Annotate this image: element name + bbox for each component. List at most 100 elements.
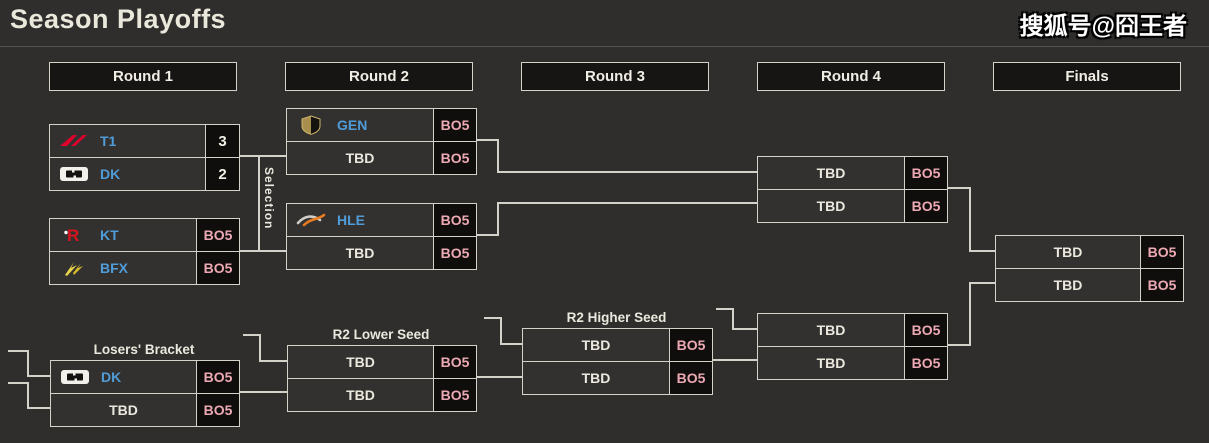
bfx-bolt-logo-icon	[58, 259, 90, 277]
team-name: TBD	[346, 354, 375, 370]
team-row-tbd[interactable]: TBD BO5	[523, 361, 712, 394]
connector-line	[475, 234, 499, 236]
team-name: TBD	[581, 370, 611, 386]
team-row-tbd[interactable]: TBD BO5	[996, 268, 1183, 301]
connector-line	[238, 391, 288, 393]
match-losers-bracket: DK BO5 TBD BO5	[50, 360, 240, 427]
team-row-tbd[interactable]: TBD BO5	[758, 189, 947, 222]
team-row-tbd[interactable]: TBD BO5	[758, 346, 947, 379]
round-header-4: Round 4	[757, 62, 945, 91]
match-round2-gen: GEN BO5 TBD BO5	[286, 108, 477, 175]
team-name: GEN	[337, 117, 368, 133]
loser-drop-line	[716, 308, 734, 310]
team-row-gen[interactable]: GEN BO5	[287, 109, 476, 141]
connector-line	[238, 155, 286, 157]
connector-line	[475, 376, 523, 378]
team-name: TBD	[345, 150, 375, 166]
team-row-tbd[interactable]: TBD BO5	[51, 393, 239, 426]
team-score: 3	[205, 125, 239, 157]
loser-drop-line	[27, 407, 51, 409]
connector-line	[497, 171, 758, 173]
match-round2-hle: HLE BO5 TBD BO5	[286, 203, 477, 270]
team-row-tbd[interactable]: TBD BO5	[996, 236, 1183, 268]
team-row-tbd[interactable]: TBD BO5	[288, 346, 476, 378]
kt-r-logo-icon: R	[58, 226, 90, 244]
team-row-dk[interactable]: DK BO5	[51, 361, 239, 393]
loser-drop-line	[259, 360, 288, 362]
connector-line	[497, 139, 499, 173]
team-row-tbd[interactable]: TBD BO5	[287, 141, 476, 174]
team-row-tbd[interactable]: TBD BO5	[287, 236, 476, 269]
connector-line	[969, 187, 971, 252]
team-score: BO5	[196, 394, 239, 426]
team-name: T1	[100, 133, 117, 149]
hle-swoosh-logo-icon	[295, 212, 327, 228]
team-score: BO5	[433, 346, 476, 378]
svg-text:R: R	[67, 226, 79, 244]
connector-line	[969, 250, 995, 252]
team-score: BO5	[196, 252, 239, 284]
loser-drop-line	[8, 350, 29, 352]
match-finals: TBD BO5 TBD BO5	[995, 235, 1184, 302]
team-score: 2	[205, 158, 239, 190]
loser-drop-line	[27, 350, 29, 376]
team-score: BO5	[669, 362, 712, 394]
loser-drop-line	[27, 375, 51, 377]
team-row-tbd[interactable]: TBD BO5	[288, 378, 476, 411]
team-name: DK	[100, 166, 121, 182]
team-row-tbd[interactable]: TBD BO5	[758, 314, 947, 346]
watermark-text: 搜狐号@囧王者	[1019, 13, 1187, 40]
team-name: HLE	[337, 212, 365, 228]
team-score: BO5	[669, 329, 712, 361]
r2-higher-seed-label: R2 Higher Seed	[566, 310, 667, 325]
team-name: TBD	[1053, 244, 1083, 260]
team-name: TBD	[345, 245, 375, 261]
team-score: BO5	[433, 379, 476, 411]
team-row-bfx[interactable]: BFX BO5	[50, 251, 239, 284]
match-round1-kt-bfx: R KT BO5 BFX BO5	[49, 218, 240, 285]
team-row-t1[interactable]: T1 3	[50, 125, 239, 157]
team-row-tbd[interactable]: TBD BO5	[523, 329, 712, 361]
team-name: TBD	[816, 165, 846, 181]
loser-drop-line	[484, 317, 502, 319]
round-header-1: Round 1	[49, 62, 237, 91]
loser-drop-line	[259, 334, 261, 361]
connector-line	[238, 250, 286, 252]
connector-line	[969, 282, 995, 284]
team-name: TBD	[346, 387, 375, 403]
team-row-dk[interactable]: DK 2	[50, 157, 239, 190]
connector-line	[969, 282, 971, 346]
team-score: BO5	[904, 157, 947, 189]
team-score: BO5	[904, 190, 947, 222]
r2-lower-seed-label: R2 Lower Seed	[332, 327, 430, 342]
dk-badge-logo-icon	[59, 368, 91, 386]
selection-bar-line	[258, 155, 260, 252]
connector-line	[946, 344, 971, 346]
connector-line	[711, 359, 758, 361]
connector-line	[475, 139, 499, 141]
team-score: BO5	[904, 347, 947, 379]
team-name: TBD	[816, 322, 846, 338]
team-score: BO5	[904, 314, 947, 346]
match-round4-lower: TBD BO5 TBD BO5	[757, 313, 948, 380]
team-score: BO5	[433, 109, 476, 141]
loser-drop-line	[500, 343, 523, 345]
connector-line	[497, 202, 499, 236]
loser-drop-line	[500, 317, 502, 344]
page-title: Season Playoffs	[10, 4, 227, 34]
round-header-3: Round 3	[521, 62, 709, 91]
team-row-kt[interactable]: R KT BO5	[50, 219, 239, 251]
team-score: BO5	[1140, 236, 1183, 268]
team-name: TBD	[816, 198, 846, 214]
round-header-finals: Finals	[993, 62, 1181, 91]
team-row-hle[interactable]: HLE BO5	[287, 204, 476, 236]
loser-drop-line	[732, 328, 759, 330]
loser-drop-line	[27, 382, 29, 408]
connector-line	[946, 187, 971, 189]
loser-drop-line	[732, 308, 734, 329]
team-score: BO5	[433, 142, 476, 174]
team-row-tbd[interactable]: TBD BO5	[758, 157, 947, 189]
dk-badge-logo-icon	[58, 165, 90, 183]
loser-drop-line	[8, 382, 29, 384]
team-score: BO5	[1140, 269, 1183, 301]
